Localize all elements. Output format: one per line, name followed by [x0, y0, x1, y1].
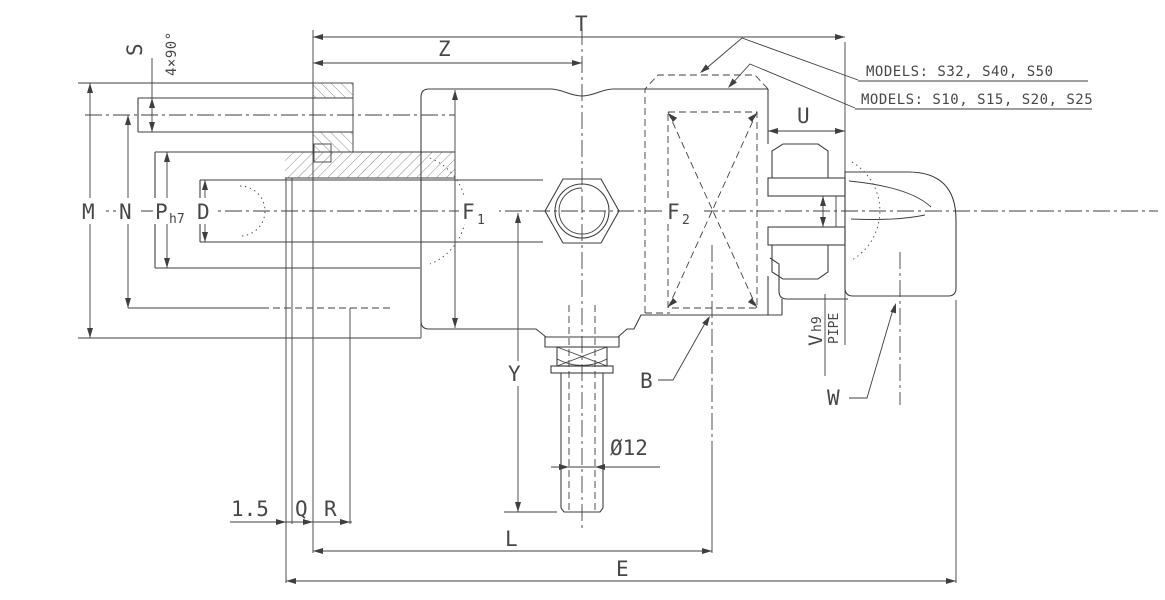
dim-label-e: E [616, 557, 629, 581]
dim-label-y: Y [508, 362, 521, 386]
dim-label-q: Q [295, 497, 308, 521]
label-backgrounds [79, 198, 704, 386]
dim-label-v-tolerance: h9 [810, 316, 825, 332]
dim-label-l: L [505, 527, 518, 551]
dim-label-f1-subscript: 1 [477, 213, 485, 228]
dim-label-u: U [797, 104, 810, 128]
dim-label-p-tolerance: h7 [169, 212, 185, 227]
extension-lines [151, 30, 957, 583]
dim-label-bolt-pattern: 4×90° [164, 31, 180, 76]
dimension-lines [87, 34, 956, 584]
dim-label-p: P [155, 200, 168, 224]
models-note-large: MODELS: S32, S40, S50 [866, 64, 1054, 80]
dim-label-offset: 1.5 [231, 497, 269, 521]
dim-label-t: T [575, 12, 588, 36]
dim-label-w: W [827, 386, 840, 410]
leader-lines [658, 37, 1092, 399]
dim-label-m: M [82, 200, 95, 224]
dim-label-pipe-word: PIPE [827, 313, 842, 344]
bottom-drain-fitting [544, 305, 620, 513]
centerlines [85, 28, 1158, 530]
model-notes: MODELS: S32, S40, S50 MODELS: S10, S15, … [861, 64, 1093, 108]
left-rotor-flange [78, 82, 543, 339]
dim-label-f1: F [462, 200, 475, 224]
dim-label-f2-subscript: 2 [682, 213, 690, 228]
dim-label-f2: F [667, 200, 680, 224]
dim-label-s: S [123, 43, 147, 56]
dim-label-r: R [324, 497, 337, 521]
dim-label-drain-diameter: Ø12 [610, 436, 648, 460]
dim-label-b: B [640, 369, 653, 393]
dim-label-n: N [119, 200, 132, 224]
dimension-labels: T Z S 4×90° M N P h7 D F 1 F 2 U Y B W Ø… [82, 12, 842, 581]
dim-label-v: V [805, 335, 827, 346]
main-housing-body [420, 88, 783, 338]
pipe-size-label: V h9 PIPE [805, 294, 842, 376]
right-shaft-and-elbow [767, 143, 957, 300]
dim-label-d: D [197, 200, 210, 224]
dim-label-z: Z [438, 37, 451, 61]
models-note-small: MODELS: S10, S15, S20, S25 [861, 92, 1093, 108]
dashed-cover-outline [644, 74, 769, 314]
